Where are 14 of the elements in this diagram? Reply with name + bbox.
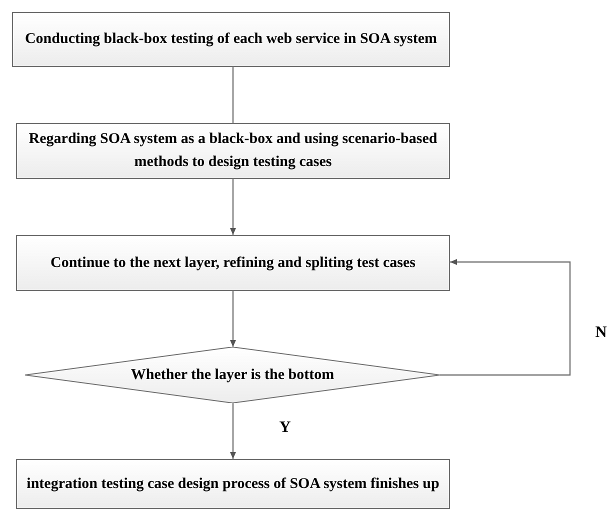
arrow [230, 403, 236, 459]
decision-diamond [25, 347, 440, 403]
process-box [16, 235, 450, 291]
node-text: Continue to the next layer, refining and spliting test cases [50, 254, 416, 272]
arrow [440, 259, 571, 376]
arrow [230, 291, 236, 347]
node-text: Regarding SOA system as a black-box and using scenario-based methods to design testing cases [28, 130, 438, 172]
process-box [16, 459, 450, 509]
node-text: Conducting black-box testing of each web service in SOA system [24, 30, 438, 49]
node-text: integration testing case design process of SOA system finishes up [26, 474, 440, 494]
node-text: Whether the layer is the bottom [130, 366, 334, 384]
process-box [16, 123, 450, 179]
arrow [230, 179, 236, 235]
process-box [12, 12, 450, 67]
